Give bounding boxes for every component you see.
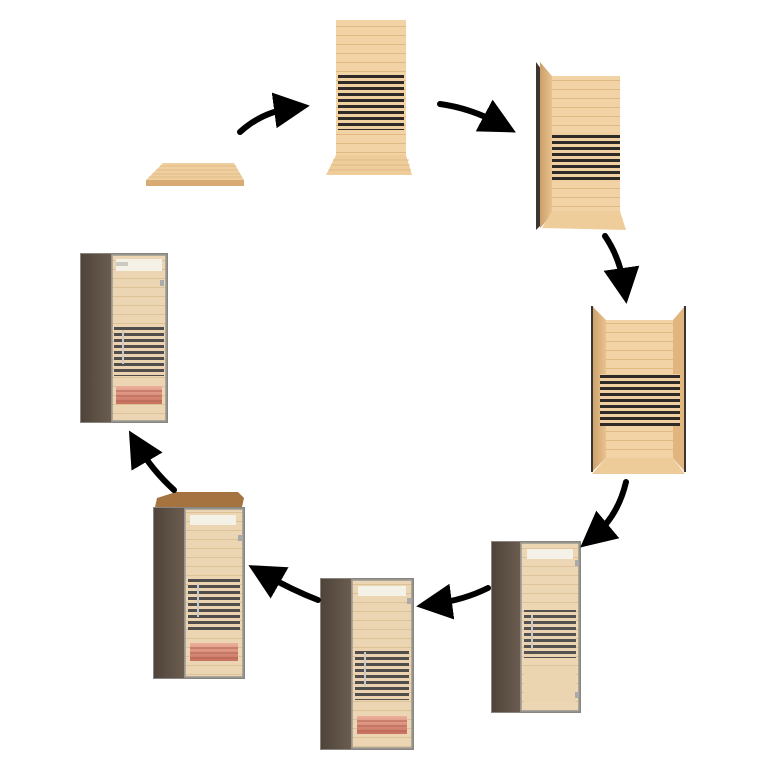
step-back-wall [326,20,412,175]
step-finished-sauna [80,253,168,423]
step-roof-panel [153,492,245,679]
step-bench-heater [320,578,414,750]
arrow-7-icon [128,430,177,493]
arrows [128,92,640,620]
arrow-5-icon [416,583,491,620]
step-floor-panel [146,163,244,186]
arrow-4-icon [580,479,629,548]
arrow-6-icon [248,565,321,603]
arrow-1-icon [237,92,310,135]
step-right-wall [591,306,686,474]
step-left-wall [536,62,626,230]
step-glass-door [491,541,581,713]
arrow-2-icon [437,99,516,133]
arrow-3-icon [602,233,640,304]
